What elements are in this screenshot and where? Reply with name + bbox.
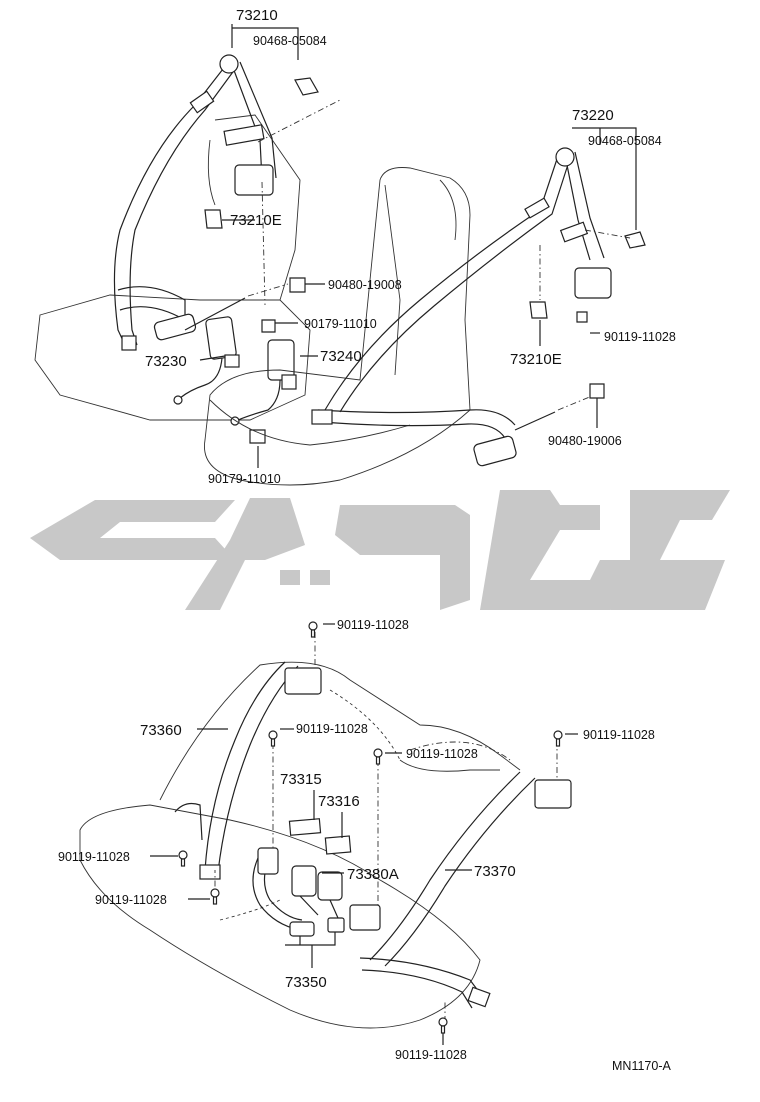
part-labels: 73210 90468-05084 73210E 90480-19008 901…: [58, 7, 676, 1073]
label-73210e-a: 73210E: [230, 212, 282, 229]
label-73210: 73210: [236, 7, 278, 24]
label-90179-11010-a: 90179-11010: [304, 317, 377, 331]
rear-small-parts: [179, 632, 558, 1022]
watermark-logo: [30, 490, 730, 610]
belt-73360: [174, 661, 322, 880]
front-seat-right: [203, 167, 471, 486]
belt-73370: [349, 771, 572, 1009]
label-73350: 73350: [285, 974, 327, 991]
label-90119-11028-center: 90119-11028: [406, 747, 478, 761]
label-90119-11028-a: 90119-11028: [604, 330, 676, 344]
label-90119-11028-top: 90119-11028: [337, 618, 409, 632]
front-seat-left: [34, 114, 311, 421]
label-90119-11028-left2: 90119-11028: [95, 893, 167, 907]
label-73360: 73360: [140, 722, 182, 739]
drawing-code: MN1170-A: [612, 1059, 671, 1073]
belt-73210: [113, 54, 277, 351]
label-73230: 73230: [145, 353, 187, 370]
buckle-73240: [230, 339, 297, 426]
label-73220: 73220: [572, 107, 614, 124]
label-90179-11010-b: 90179-11010: [208, 472, 281, 486]
label-73315: 73315: [280, 771, 322, 788]
label-90468-b: 90468-05084: [588, 134, 662, 148]
label-90480-19006: 90480-19006: [548, 434, 622, 448]
label-90119-11028-left1: 90119-11028: [58, 850, 130, 864]
belt-73350: [252, 847, 345, 937]
rear-seat: [79, 661, 521, 1029]
label-73240: 73240: [320, 348, 362, 365]
buckle-73230: [173, 316, 240, 405]
front-left-fasteners: [184, 77, 341, 444]
label-90468-a: 90468-05084: [253, 34, 327, 48]
buckles-73380a: [291, 865, 343, 919]
label-90119-11028-bottom: 90119-11028: [395, 1048, 467, 1062]
label-73210e-b: 73210E: [510, 351, 562, 368]
belt-73220: [311, 147, 612, 467]
label-73316: 73316: [318, 793, 360, 810]
label-73380a: 73380A: [347, 866, 399, 883]
leader-lines: [150, 24, 600, 1045]
bolt-icons: [178, 621, 563, 1034]
label-73370: 73370: [474, 863, 516, 880]
label-90119-11028-right: 90119-11028: [583, 728, 655, 742]
label-90480-19008: 90480-19008: [328, 278, 402, 292]
front-right-fasteners: [529, 127, 646, 399]
label-90119-11028-mid: 90119-11028: [296, 722, 368, 736]
